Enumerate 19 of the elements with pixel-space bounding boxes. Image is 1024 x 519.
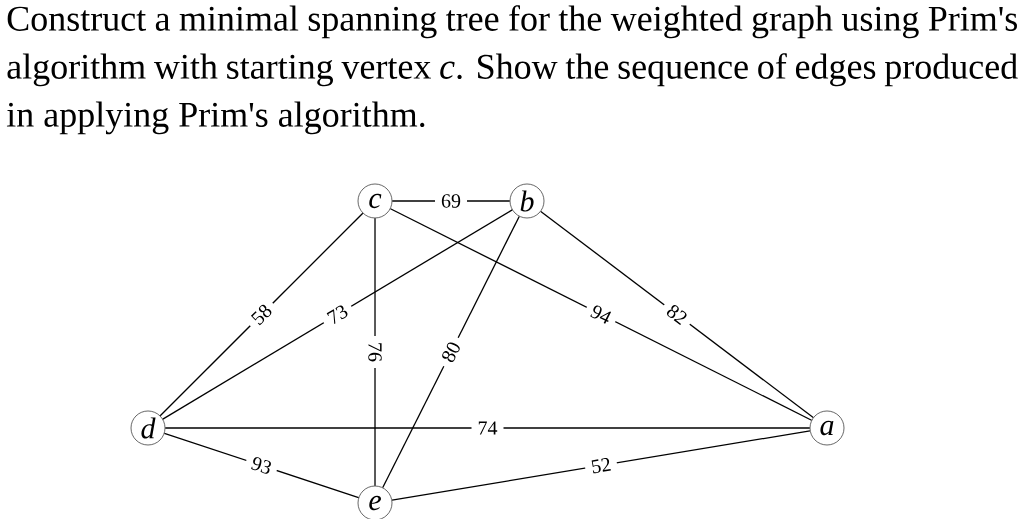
edge-line bbox=[164, 427, 811, 429]
weight-label: 69 bbox=[435, 188, 467, 214]
weight-label: 82 bbox=[656, 294, 698, 335]
edge-line bbox=[159, 212, 364, 417]
edge-line bbox=[540, 210, 814, 419]
weight-label: 80 bbox=[432, 332, 470, 372]
edge-line bbox=[162, 209, 513, 420]
weight-label: 74 bbox=[471, 415, 504, 441]
edge-line bbox=[391, 430, 811, 501]
weight-label: 52 bbox=[583, 450, 619, 481]
edge-line bbox=[382, 215, 520, 489]
weight-label: 58 bbox=[241, 294, 282, 335]
edge-line bbox=[374, 217, 376, 487]
weight-label: 73 bbox=[317, 295, 358, 334]
weight-label: 76 bbox=[362, 336, 388, 368]
edge-line bbox=[389, 208, 813, 421]
weight-label: 94 bbox=[581, 295, 621, 334]
question-text: Construct a minimal spanning tree for the weighted graph using Prim's algorithm with starting vertex c. Show the sequence of edges produced in applying Prim's algorithm. bbox=[6, 5, 1018, 135]
weight-label: 93 bbox=[242, 448, 281, 483]
